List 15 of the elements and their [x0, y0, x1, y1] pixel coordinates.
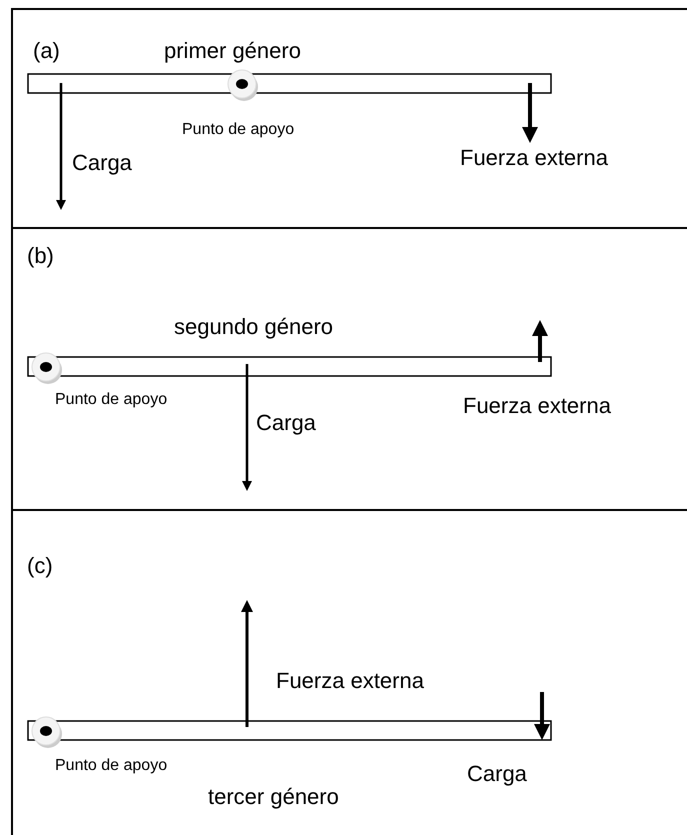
panel-label: (c) [27, 555, 53, 577]
load-label: Carga [256, 412, 316, 434]
force-label: Fuerza externa [276, 670, 424, 692]
panel-label: (b) [27, 245, 54, 267]
load-label: Carga [72, 152, 132, 174]
fulcrum-label: Punto de apoyo [55, 758, 168, 774]
lever-type-label: primer género [164, 40, 301, 62]
fulcrum-label: Punto de apoyo [55, 392, 168, 408]
load-label: Carga [467, 763, 527, 785]
force-label: Fuerza externa [460, 147, 608, 169]
fulcrum-label: Punto de apoyo [182, 122, 294, 138]
lever-type-label: segundo género [174, 316, 334, 338]
panel-label: (a) [33, 40, 60, 62]
lever-type-label: tercer género [208, 786, 339, 808]
force-label: Fuerza externa [463, 395, 611, 417]
